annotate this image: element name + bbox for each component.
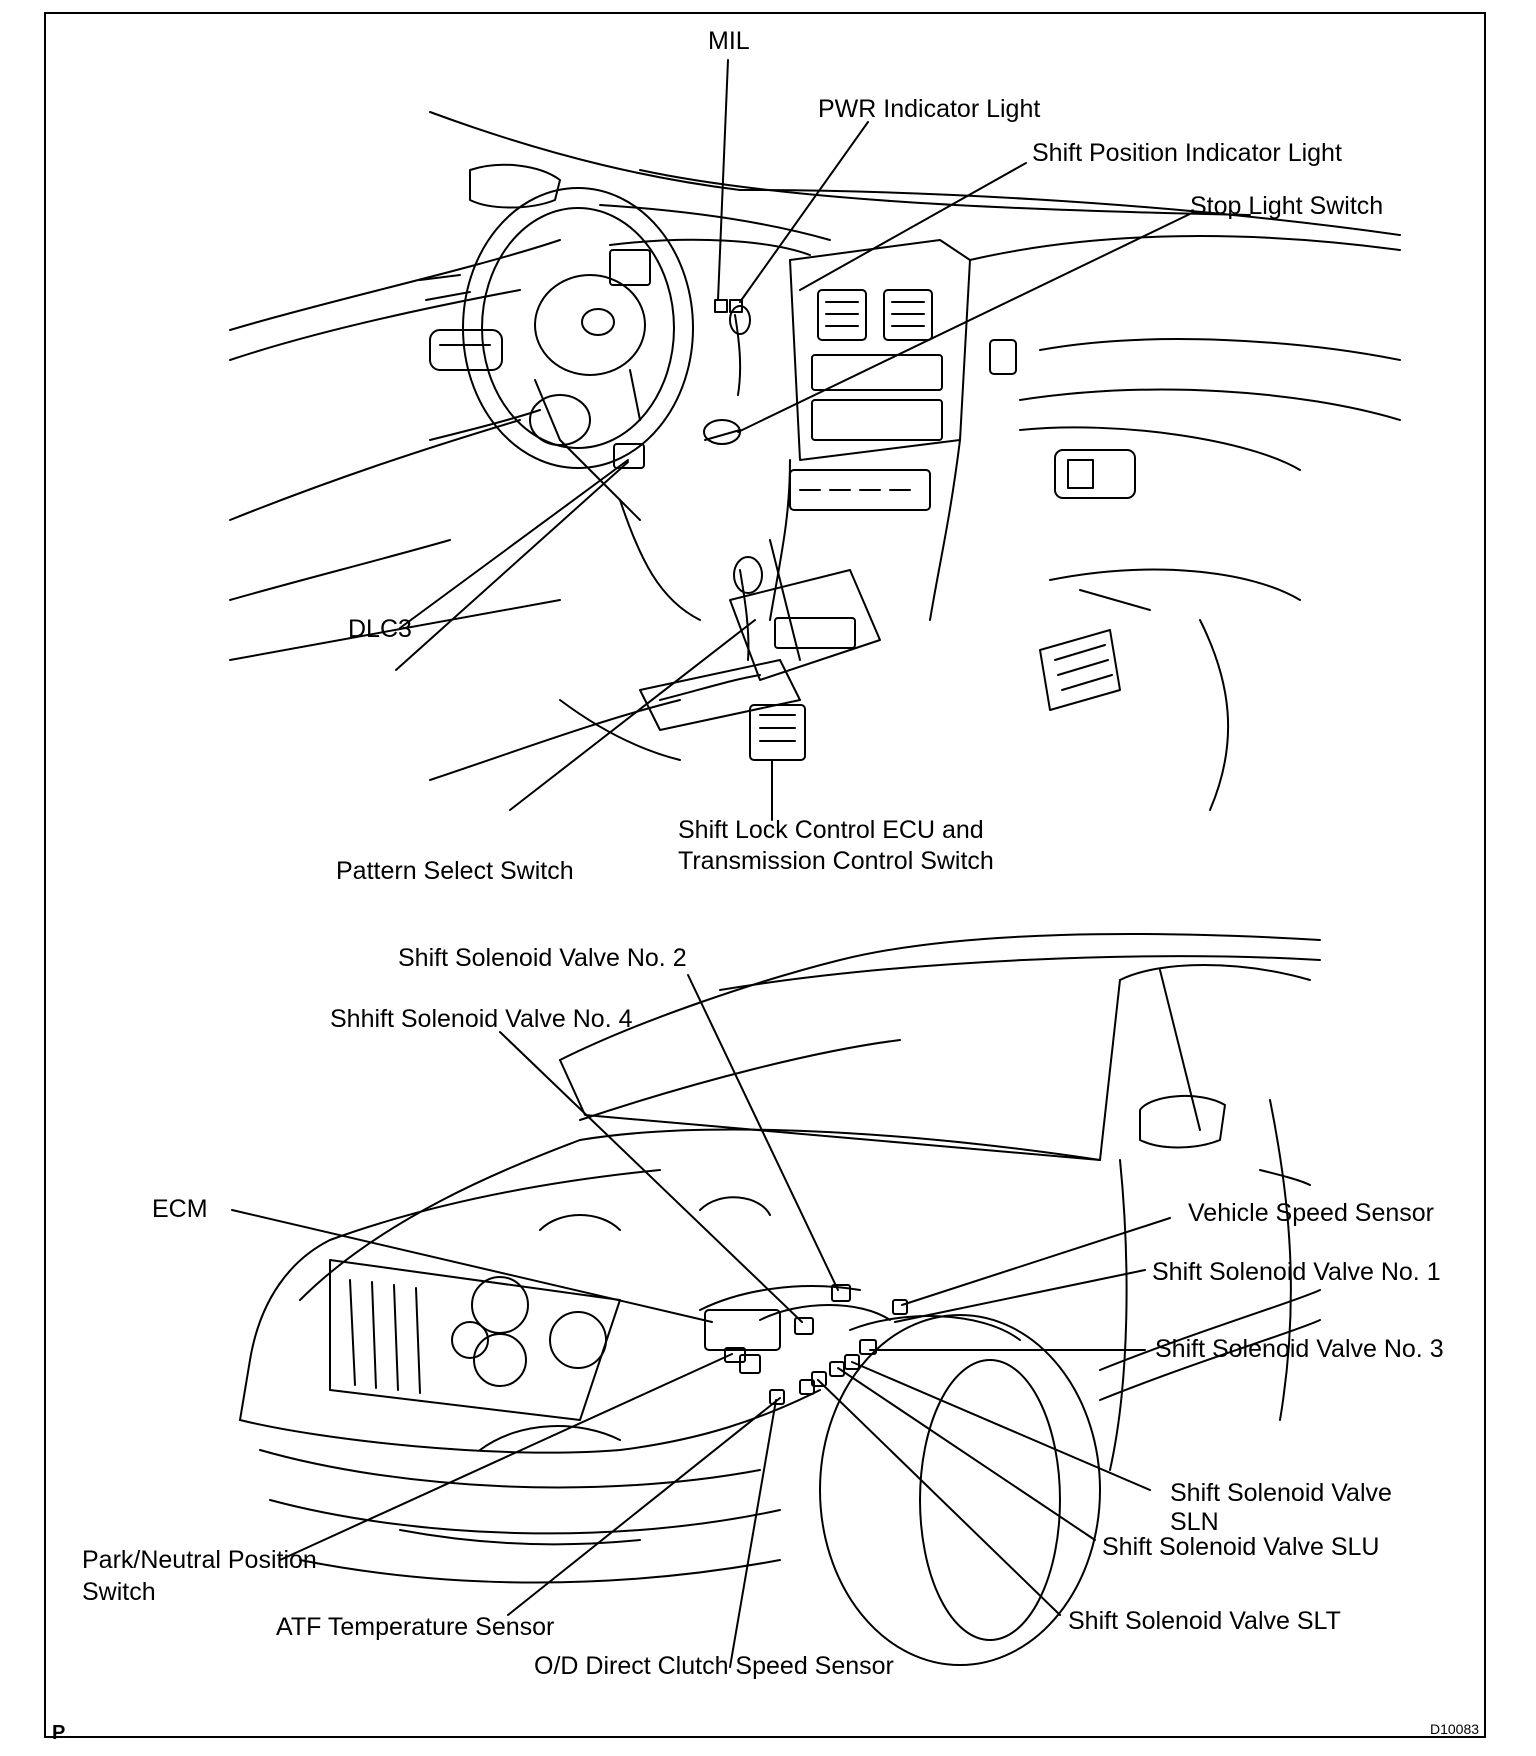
- label-atf-temperature-sensor: ATF Temperature Sensor: [276, 1613, 555, 1641]
- interior-leader-lines: [395, 59, 1195, 821]
- label-shift-solenoid-valve-no3: Shift Solenoid Valve No. 3: [1155, 1335, 1444, 1363]
- label-shift-solenoid-valve-no1: Shift Solenoid Valve No. 1: [1152, 1258, 1441, 1286]
- label-od-direct-clutch-speed-sensor: O/D Direct Clutch Speed Sensor: [534, 1652, 894, 1680]
- label-shift-lock-control-ecu-line2: Transmission Control Switch: [678, 847, 994, 875]
- exterior-leader-lines: [231, 974, 1171, 1668]
- label-shift-solenoid-valve-slt: Shift Solenoid Valve SLT: [1068, 1607, 1341, 1635]
- label-shift-solenoid-valve-no4: Shhift Solenoid Valve No. 4: [330, 1005, 633, 1033]
- corner-code-left: P: [52, 1722, 66, 1744]
- label-stop-light-switch: Stop Light Switch: [1190, 192, 1384, 220]
- label-shift-solenoid-valve-slu: Shift Solenoid Valve SLU: [1102, 1533, 1380, 1561]
- label-dlc3: DLC3: [348, 615, 412, 643]
- figure-code: D10083: [1430, 1721, 1480, 1737]
- label-park-neutral-position-switch-line2: Switch: [82, 1578, 156, 1606]
- label-shift-position-indicator-light: Shift Position Indicator Light: [1032, 139, 1342, 167]
- label-shift-solenoid-valve-sln-line2: SLN: [1170, 1508, 1219, 1536]
- label-park-neutral-position-switch-line1: Park/Neutral Position: [82, 1546, 317, 1574]
- label-mil: MIL: [708, 27, 750, 55]
- label-shift-lock-control-ecu-line1: Shift Lock Control ECU and: [678, 816, 984, 844]
- label-shift-solenoid-valve-sln-line1: Shift Solenoid Valve: [1170, 1479, 1392, 1507]
- interior-dashboard-drawing: [229, 111, 1401, 811]
- label-vehicle-speed-sensor: Vehicle Speed Sensor: [1188, 1199, 1435, 1227]
- vehicle-exterior-drawing: [239, 933, 1321, 1666]
- label-pattern-select-switch: Pattern Select Switch: [336, 857, 574, 885]
- label-shift-solenoid-valve-no2: Shift Solenoid Valve No. 2: [398, 944, 687, 972]
- diagram-frame: [44, 12, 1486, 1738]
- label-pwr-indicator-light: PWR Indicator Light: [818, 95, 1041, 123]
- label-ecm: ECM: [152, 1195, 208, 1223]
